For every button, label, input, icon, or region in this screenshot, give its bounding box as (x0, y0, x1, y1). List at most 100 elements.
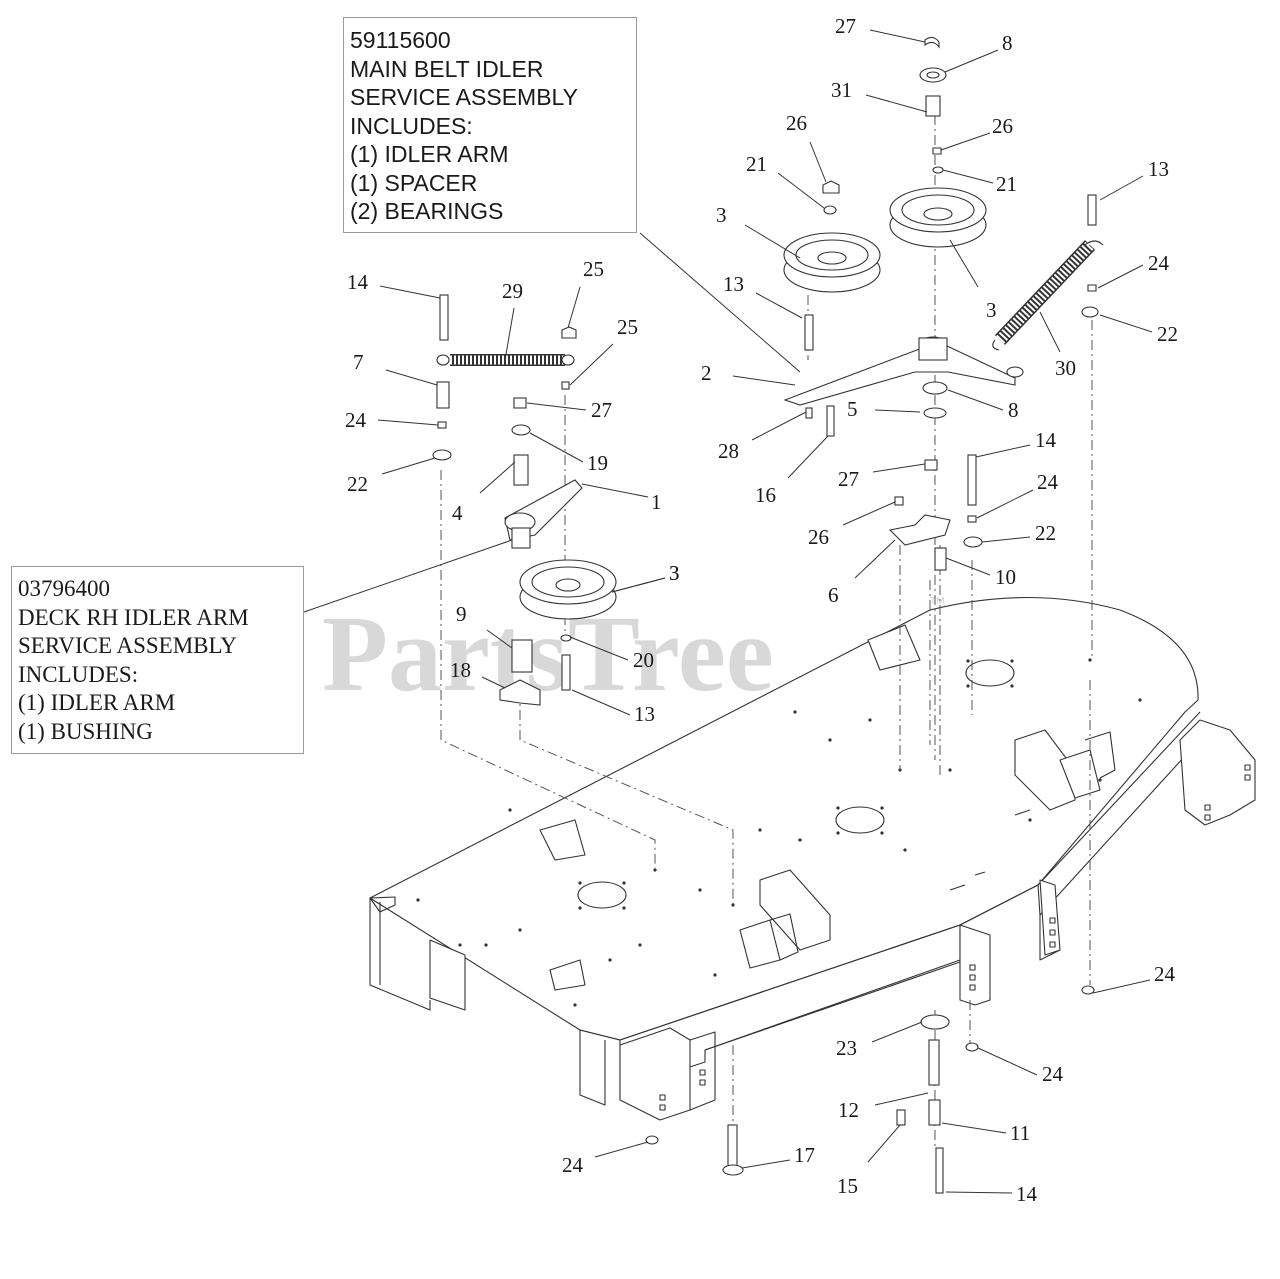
callout-24: 24 (976, 470, 1059, 519)
part-number-label: 24 (1037, 470, 1059, 494)
box-leaders (303, 232, 801, 613)
part-number-label: 17 (794, 1143, 815, 1167)
callout-14: 14 (945, 1182, 1038, 1206)
leader-line (809, 141, 827, 183)
part-number-label: 14 (347, 270, 369, 294)
part-number-label: 24 (562, 1153, 584, 1177)
box-line: SERVICE ASSEMBLY (18, 633, 237, 658)
callout-24: 24 (1092, 962, 1176, 994)
callout-25: 25 (567, 257, 604, 329)
callout-16: 16 (755, 435, 829, 507)
leader-line (381, 457, 436, 475)
callout-29: 29 (502, 279, 523, 361)
leader-line (942, 169, 994, 184)
callout-4: 4 (452, 461, 516, 525)
box-line: (1) IDLER ARM (18, 690, 176, 715)
leader-line (755, 292, 803, 319)
leader-line (1099, 175, 1144, 201)
leader-line (1092, 979, 1151, 994)
part-number-label: 24 (345, 408, 367, 432)
callout-3: 3 (949, 239, 997, 322)
callout-20: 20 (569, 636, 654, 672)
part-number-label: 25 (583, 257, 604, 281)
part-number-label: 13 (723, 272, 744, 296)
callout-26: 26 (786, 111, 827, 183)
box-line: 03796400 (18, 576, 110, 601)
box-line: (1) BUSHING (18, 718, 153, 744)
part-number-label: 26 (786, 111, 807, 135)
leader-line (594, 1141, 649, 1158)
watermark-tm: TM (930, 596, 944, 607)
part-number-label: 26 (992, 114, 1013, 138)
part-number-label: 22 (1157, 322, 1178, 346)
leader-line (867, 1124, 901, 1163)
leader-line (854, 539, 896, 579)
leader-line (944, 49, 999, 73)
callout-31: 31 (831, 78, 928, 113)
part-number-label: 3 (716, 203, 727, 227)
part-number-label: 14 (1016, 1182, 1038, 1206)
leader-line (874, 409, 921, 413)
part-number-label: 13 (1148, 157, 1169, 181)
callout-15: 15 (837, 1124, 901, 1198)
part-number-label: 19 (587, 451, 608, 475)
part-number-label: 18 (450, 658, 471, 682)
mower-deck (369, 596, 1256, 1121)
part-number-label: 22 (1035, 521, 1056, 545)
callout-21: 21 (746, 152, 825, 209)
leader-line (872, 463, 926, 473)
box-line: DECK RH IDLER ARM (18, 604, 249, 630)
box-line: (2) BEARINGS (350, 198, 504, 224)
callout-22: 22 (347, 457, 436, 496)
leader-line (777, 172, 825, 209)
part-number-label: 13 (634, 702, 655, 726)
part-number-label: 12 (838, 1098, 859, 1122)
callout-14: 14 (975, 428, 1057, 458)
leader-line (751, 411, 807, 441)
callout-17: 17 (741, 1143, 815, 1169)
leader-line (486, 629, 513, 649)
leader-line (945, 557, 991, 576)
box-line: (1) IDLER ARM (350, 141, 509, 167)
leader-line (981, 536, 1031, 543)
leader-line (569, 343, 614, 386)
callout-25: 25 (569, 315, 638, 386)
leader-line (481, 676, 506, 689)
part-number-label: 25 (617, 315, 638, 339)
part-number-label: 26 (808, 525, 829, 549)
part-number-label: 6 (828, 583, 839, 607)
callout-2: 2 (701, 361, 796, 386)
part-number-label: 20 (633, 648, 654, 672)
callout-11: 11 (941, 1121, 1030, 1145)
part-number-label: 27 (838, 467, 859, 491)
part-number-label: 23 (836, 1036, 857, 1060)
part-number-label: 21 (746, 152, 767, 176)
callout-24: 24 (977, 1047, 1064, 1086)
part-number-label: 31 (831, 78, 852, 102)
part-number-label: 3 (669, 561, 680, 585)
box-line: SERVICE ASSEMBLY (350, 84, 578, 110)
box-line: 59115600 (350, 27, 451, 53)
box-line: (1) SPACER (350, 169, 478, 196)
leader-line (571, 689, 631, 716)
part-number-label: 10 (995, 565, 1016, 589)
callout-23: 23 (836, 1021, 923, 1060)
leader-line (975, 444, 1031, 458)
callout-27: 27 (526, 398, 612, 422)
leader-line (949, 239, 979, 288)
leader-line (526, 402, 587, 411)
part-number-label: 14 (1035, 428, 1057, 452)
leader-line (504, 307, 515, 361)
callout-8: 8 (947, 389, 1019, 422)
part-number-label: 27 (591, 398, 612, 422)
callout-10: 10 (945, 557, 1016, 589)
leader-line (947, 389, 1004, 411)
callout-8: 8 (944, 31, 1013, 73)
callout-22: 22 (1099, 314, 1178, 346)
leader-line (567, 286, 581, 329)
part-number-label: 22 (347, 472, 368, 496)
leader-line (945, 1191, 1013, 1194)
callout-13: 13 (1099, 157, 1169, 201)
